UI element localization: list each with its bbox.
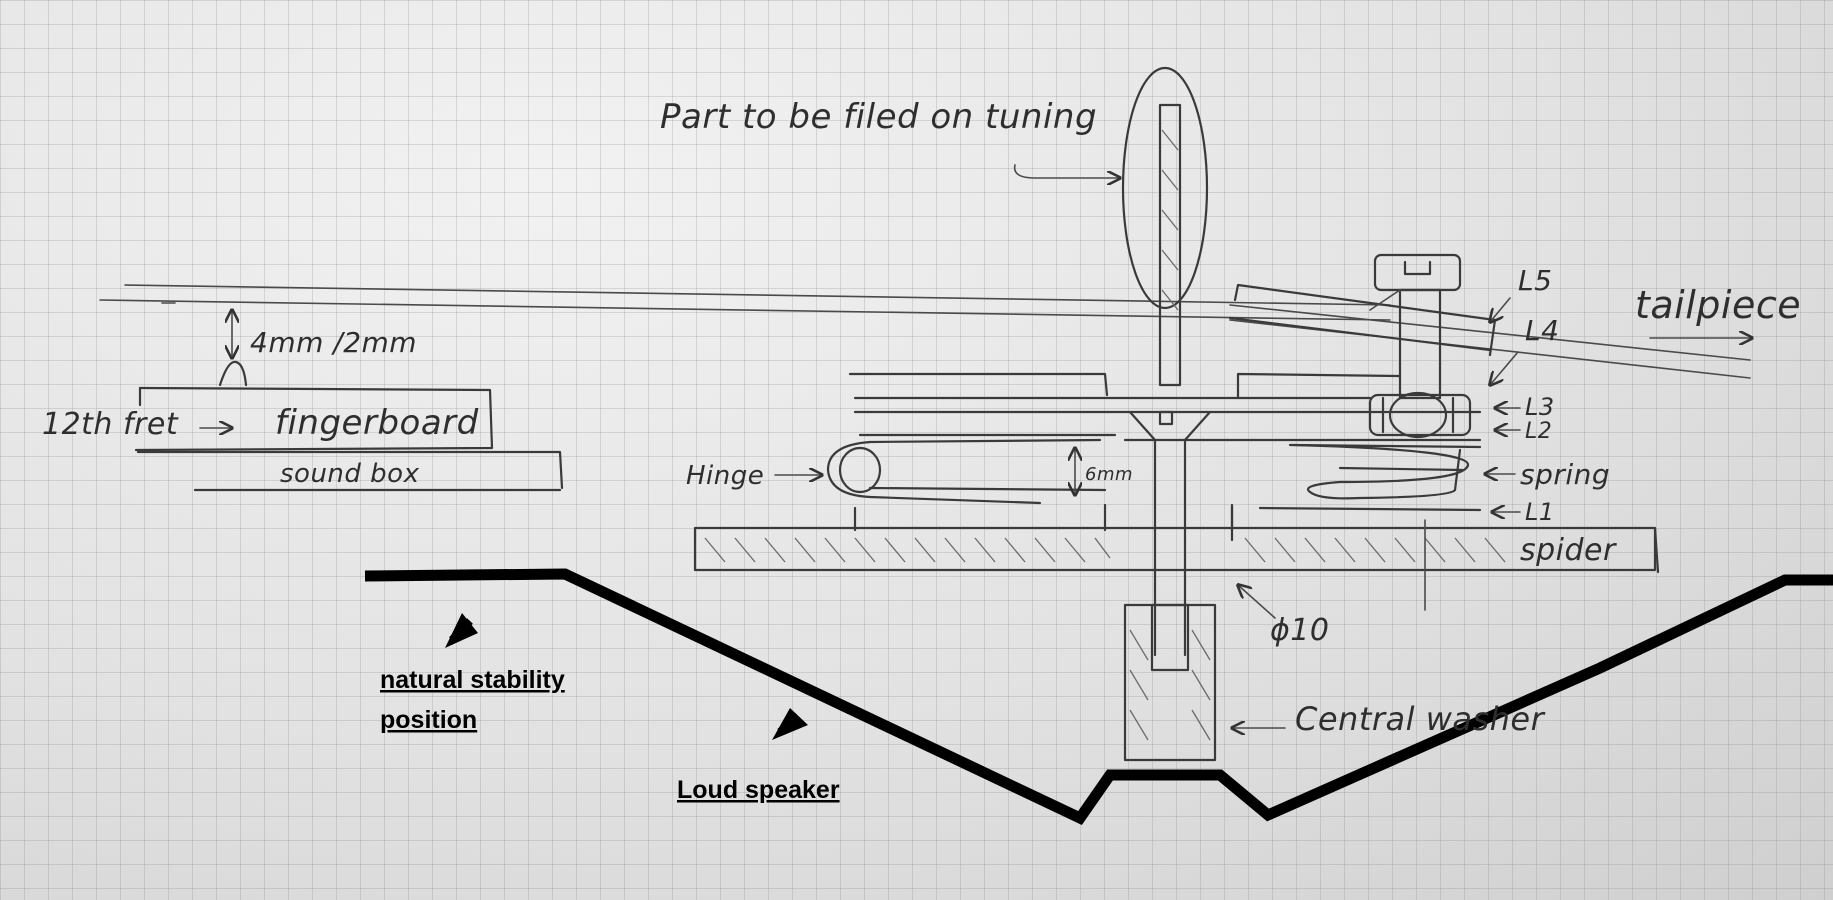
label-l5: L5 <box>1518 264 1552 297</box>
label-spring: spring <box>1520 458 1610 491</box>
label-l4: L4 <box>1525 314 1559 347</box>
phi10-arrow <box>1238 585 1276 619</box>
fingerboard-shape <box>134 386 494 452</box>
nut-bolt <box>1368 253 1472 611</box>
label-fingerboard: fingerboard <box>275 403 479 443</box>
label-natural-stability: natural stability <box>380 666 565 694</box>
soundbox-shape <box>136 450 564 492</box>
label-gap: 4mm /2mm <box>250 326 417 359</box>
label-part-filed: Part to be filed on tuning <box>660 97 1097 137</box>
l5-arrow <box>1490 297 1511 322</box>
label-six-mm: 6mm <box>1085 464 1133 485</box>
label-position: position <box>380 706 477 734</box>
label-central-washer: Central washer <box>1295 700 1546 738</box>
plates <box>848 372 1482 532</box>
label-fret: 12th fret <box>42 407 179 442</box>
hinge-shape <box>826 438 1102 505</box>
label-tailpiece: tailpiece <box>1635 283 1801 327</box>
label-l2: L2 <box>1525 419 1552 444</box>
spider-shape <box>693 526 1660 574</box>
spring-shape <box>1293 443 1470 500</box>
loudspeaker-cone <box>364 568 1833 825</box>
label-hinge: Hinge <box>686 461 764 491</box>
central-washer <box>1123 603 1217 762</box>
central-post <box>1121 66 1234 657</box>
filed-arrow <box>1013 164 1120 178</box>
label-soundbox: sound box <box>280 459 420 489</box>
tailpiece-plate <box>1228 283 1497 357</box>
label-phi10: ϕ10 <box>1270 613 1329 648</box>
label-spider: spider <box>1520 533 1617 568</box>
gap-dimension <box>161 302 248 387</box>
l4-arrow <box>1490 351 1519 385</box>
label-l3: L3 <box>1525 393 1555 421</box>
label-l1: L1 <box>1525 498 1555 526</box>
label-loud-speaker: Loud speaker <box>677 776 840 804</box>
